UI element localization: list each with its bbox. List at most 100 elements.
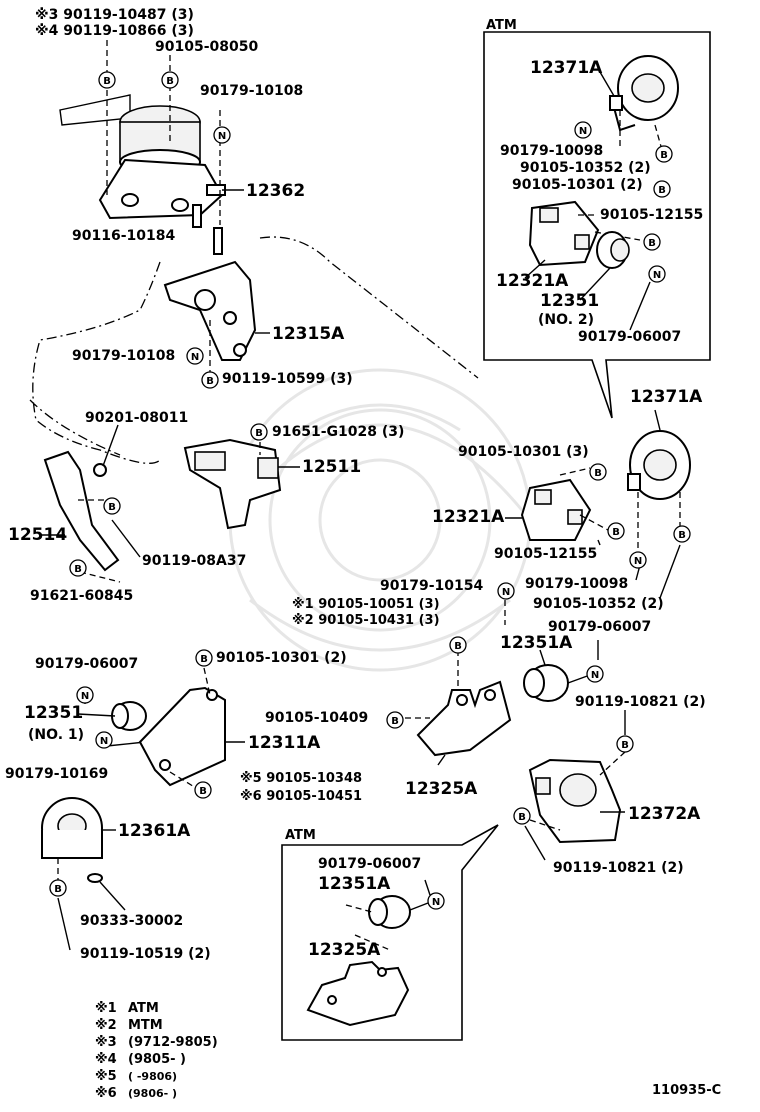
label-90105-10301-mid: 90105-10301 (3)	[458, 444, 589, 460]
label-90179-10108: 90179-10108	[72, 348, 175, 364]
mount-12362	[59, 94, 226, 220]
label-90179-10108-top: 90179-10108	[200, 83, 303, 99]
legend-text: (9712-9805)	[128, 1035, 218, 1050]
svg-text:B: B	[166, 76, 174, 87]
svg-text:B: B	[199, 786, 207, 797]
legend-mark: ※3	[95, 1035, 117, 1050]
bolt-badge: B	[194, 781, 212, 799]
label-90179-06007-atm: 90179-06007	[578, 329, 681, 345]
label-90119-10519: 90119-10519 (2)	[80, 946, 211, 962]
label-90119-10821-b: 90119-10821 (2)	[553, 860, 684, 876]
cap-90333-30002	[87, 873, 103, 883]
label-90116-10184: 90116-10184	[72, 228, 175, 244]
legend-text: ( -9806)	[128, 1070, 177, 1083]
legend-mark: ※6	[95, 1086, 117, 1101]
bolt-badge: B	[643, 233, 661, 251]
svg-text:N: N	[191, 352, 199, 363]
label-90333-30002: 90333-30002	[80, 913, 183, 929]
bracket-12315A	[163, 260, 257, 361]
legend-text: ATM	[128, 1001, 159, 1016]
bolt-badge: B	[195, 649, 213, 667]
legend-mark: ※4	[95, 1052, 117, 1067]
bracket-12325A	[416, 680, 512, 757]
label-90105-10352-mid: 90105-10352 (2)	[533, 596, 664, 612]
diagram-id: 110935-C	[652, 1083, 721, 1098]
legend-mark: ※5	[95, 1069, 117, 1084]
label-91651-G1028: 91651-G1028 (3)	[272, 424, 404, 440]
legend-mark: ※2	[95, 1018, 117, 1033]
mount-12371A-atm	[609, 55, 679, 132]
engine-outline	[29, 236, 479, 464]
nut-badge: N	[186, 347, 204, 365]
label-12325A-atm: 12325A	[308, 940, 381, 960]
bolt-badge: B	[673, 525, 691, 543]
label-90105-10451: ※6 90105-10451	[240, 789, 362, 804]
label-90179-10098-atm: 90179-10098	[500, 143, 603, 159]
bushing-12351A-atm	[368, 895, 411, 929]
nut-badge: N	[629, 551, 647, 569]
label-90119-10487: ※3 90119-10487 (3)	[35, 7, 194, 23]
svg-text:B: B	[454, 641, 462, 652]
label-12351A-atm: 12351A	[318, 874, 391, 894]
bolt-badge: B	[103, 497, 121, 515]
label-12321A: 12321A	[432, 507, 505, 527]
bolt-badge: B	[616, 735, 634, 753]
legend-text: MTM	[128, 1018, 163, 1033]
bracket-12321A-atm	[528, 200, 600, 267]
svg-text:B: B	[594, 468, 602, 479]
label-12325A: 12325A	[405, 779, 478, 799]
bolt-badge: B	[655, 145, 673, 163]
atm-frame-top	[483, 31, 711, 419]
svg-text:N: N	[502, 587, 510, 598]
label-12351A: 12351A	[500, 633, 573, 653]
mount-12511	[183, 438, 282, 530]
bolt-badge: B	[69, 559, 87, 577]
label-90105-10301-atm: 90105-10301 (2)	[512, 177, 643, 193]
svg-text:B: B	[108, 502, 116, 513]
bolt-badge: B	[449, 636, 467, 654]
svg-text:B: B	[206, 376, 214, 387]
svg-text:N: N	[653, 270, 661, 281]
svg-text:B: B	[660, 150, 668, 161]
label-90105-12155-mid: 90105-12155	[494, 546, 597, 562]
label-12511: 12511	[302, 457, 361, 477]
stud-bolt-90116-10184	[192, 204, 223, 255]
mount-12371A	[627, 430, 691, 500]
bolt-badge: B	[589, 463, 607, 481]
legend-text: (9805- )	[128, 1052, 186, 1067]
label-12371A: 12371A	[630, 387, 703, 407]
bolt-badge: B	[386, 711, 404, 729]
bolt-badge: B	[98, 71, 116, 89]
bolt-badge: B	[653, 180, 671, 198]
label-no1: (NO. 1)	[28, 727, 84, 743]
svg-text:B: B	[103, 76, 111, 87]
nut-badge: N	[213, 126, 231, 144]
stay-12514	[43, 450, 120, 572]
label-90179-06007-left: 90179-06007	[35, 656, 138, 672]
label-90105-10409: 90105-10409	[265, 710, 368, 726]
label-90119-10866: ※4 90119-10866 (3)	[35, 23, 194, 39]
nut-badge: N	[586, 665, 604, 683]
label-12514: 12514	[8, 525, 67, 545]
label-90179-06007-atm-bottom: 90179-06007	[318, 856, 421, 872]
svg-text:N: N	[634, 556, 642, 567]
nut-90201-08011	[93, 463, 107, 477]
svg-text:N: N	[432, 897, 440, 908]
label-90179-10098-mid: 90179-10098	[525, 576, 628, 592]
legend-text: (9806- )	[128, 1087, 177, 1100]
label-90105-12155-atm: 90105-12155	[600, 207, 703, 223]
nut-badge: N	[76, 686, 94, 704]
label-12315A: 12315A	[272, 324, 345, 344]
label-90105-10431: ※2 90105-10431 (3)	[292, 613, 440, 628]
frame-title-atm-bottom: ATM	[285, 828, 316, 843]
label-90105-10348: ※5 90105-10348	[240, 771, 362, 786]
bracket-12325A-atm	[306, 960, 410, 1027]
svg-text:B: B	[391, 716, 399, 727]
nut-badge: N	[497, 582, 515, 600]
label-12311A: 12311A	[248, 733, 321, 753]
frame-title-atm-top: ATM	[486, 18, 517, 33]
label-90119-10821-a: 90119-10821 (2)	[575, 694, 706, 710]
label-90119-10599: 90119-10599 (3)	[222, 371, 353, 387]
svg-text:N: N	[81, 691, 89, 702]
